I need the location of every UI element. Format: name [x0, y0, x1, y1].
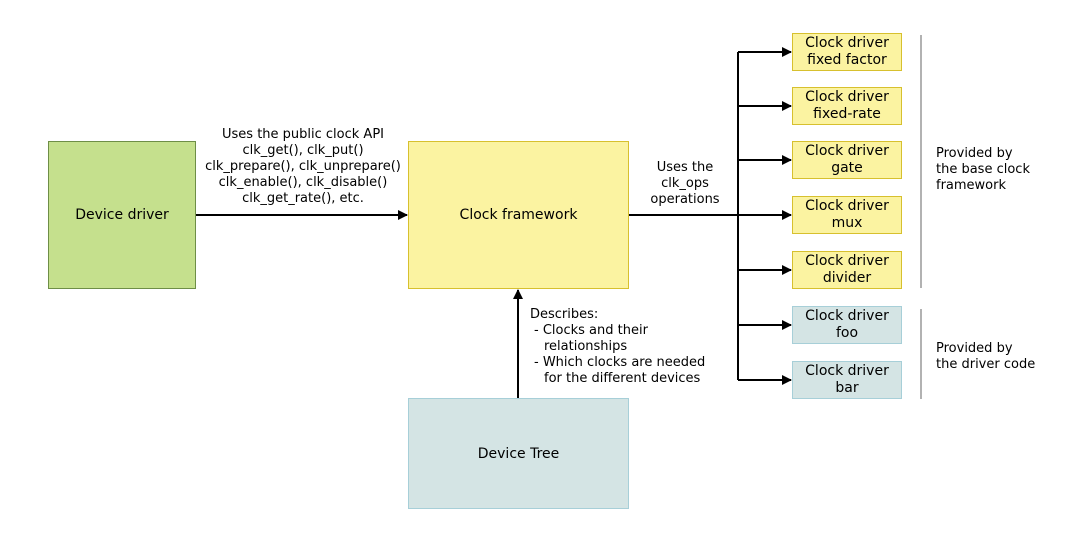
- describes-annotation: Describes: - Clocks and their relationsh…: [530, 307, 705, 387]
- device-tree-box: Device Tree: [408, 398, 629, 509]
- ops-annotation: Uses the clk_ops operations: [640, 160, 730, 208]
- driver-title: Clock driver: [805, 198, 889, 214]
- driver-title: Clock driver: [805, 35, 889, 51]
- device-tree-label: Device Tree: [477, 445, 560, 462]
- driver-title: Clock driver: [805, 308, 889, 324]
- api-line: clk_prepare(), clk_unprepare(): [205, 159, 401, 174]
- describes-title: Describes:: [530, 307, 599, 322]
- driver-type: fixed-rate: [813, 106, 881, 122]
- api-line: clk_get(), clk_put(): [242, 143, 364, 158]
- api-line: Uses the public clock API: [222, 127, 384, 142]
- api-line: clk_enable(), clk_disable(): [218, 175, 388, 190]
- api-line: clk_get_rate(), etc.: [242, 191, 364, 206]
- driver-title: Clock driver: [805, 253, 889, 269]
- describes-item: relationships: [544, 339, 628, 354]
- group-line: framework: [936, 178, 1007, 193]
- driver-group-label: Provided by the driver code: [936, 341, 1035, 373]
- clock-framework-label: Clock framework: [459, 207, 578, 223]
- driver-type: divider: [822, 270, 872, 286]
- clock-driver-divider: Clock driver divider: [792, 251, 902, 289]
- api-annotation: Uses the public clock API clk_get(), clk…: [198, 127, 408, 207]
- driver-type: foo: [835, 325, 859, 341]
- driver-type: fixed factor: [807, 52, 887, 68]
- device-driver-box: Device driver: [48, 141, 196, 289]
- base-group-label: Provided by the base clock framework: [936, 146, 1030, 194]
- driver-type: mux: [831, 215, 863, 231]
- clock-driver-bar: Clock driver bar: [792, 361, 902, 399]
- describes-item: for the different devices: [544, 371, 701, 386]
- driver-type: gate: [831, 160, 863, 176]
- describes-item: - Clocks and their: [534, 323, 648, 338]
- ops-line: clk_ops: [661, 176, 709, 191]
- clock-driver-foo: Clock driver foo: [792, 306, 902, 344]
- describes-item: - Which clocks are needed: [534, 355, 706, 370]
- driver-title: Clock driver: [805, 363, 889, 379]
- group-line: the driver code: [936, 357, 1036, 372]
- driver-title: Clock driver: [805, 143, 889, 159]
- driver-title: Clock driver: [805, 89, 889, 105]
- driver-type: bar: [835, 380, 859, 396]
- group-line: Provided by: [936, 146, 1013, 161]
- group-line: Provided by: [936, 341, 1013, 356]
- ops-line: Uses the: [656, 160, 714, 175]
- clock-driver-fixed-factor: Clock driver fixed factor: [792, 33, 902, 71]
- clock-driver-gate: Clock driver gate: [792, 141, 902, 179]
- group-line: the base clock: [936, 162, 1030, 177]
- clock-driver-mux: Clock driver mux: [792, 196, 902, 234]
- device-driver-label: Device driver: [75, 207, 169, 223]
- ops-line: operations: [650, 192, 720, 207]
- clock-driver-fixed-rate: Clock driver fixed-rate: [792, 87, 902, 125]
- clock-framework-box: Clock framework: [408, 141, 629, 289]
